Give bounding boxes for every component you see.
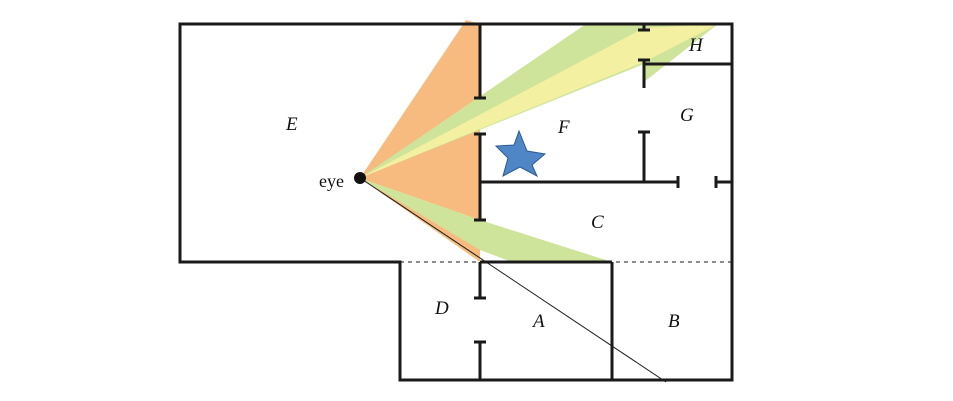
room-label-a: A [531,311,545,332]
room-label-f: F [557,117,570,138]
green-visibility-region-lower [360,178,612,262]
room-label-e: E [285,114,298,135]
orange-visibility-region-lower [360,178,480,262]
room-label-d: D [434,298,449,319]
sight-ray-line [359,177,667,383]
eye-point [354,172,366,184]
yellow-visibility-region [360,24,718,178]
visibility-regions [360,20,718,262]
room-label-h: H [688,35,704,56]
floorplan-walls [178,22,734,382]
room-label-c: C [591,212,604,233]
star-marker [494,129,547,178]
eye-label: eye [319,171,344,191]
outer-wall-upper [178,22,734,382]
orange-visibility-region [360,20,480,178]
room-label-g: G [680,105,694,126]
door-jambs [474,28,718,344]
room-label-b: B [668,311,680,332]
